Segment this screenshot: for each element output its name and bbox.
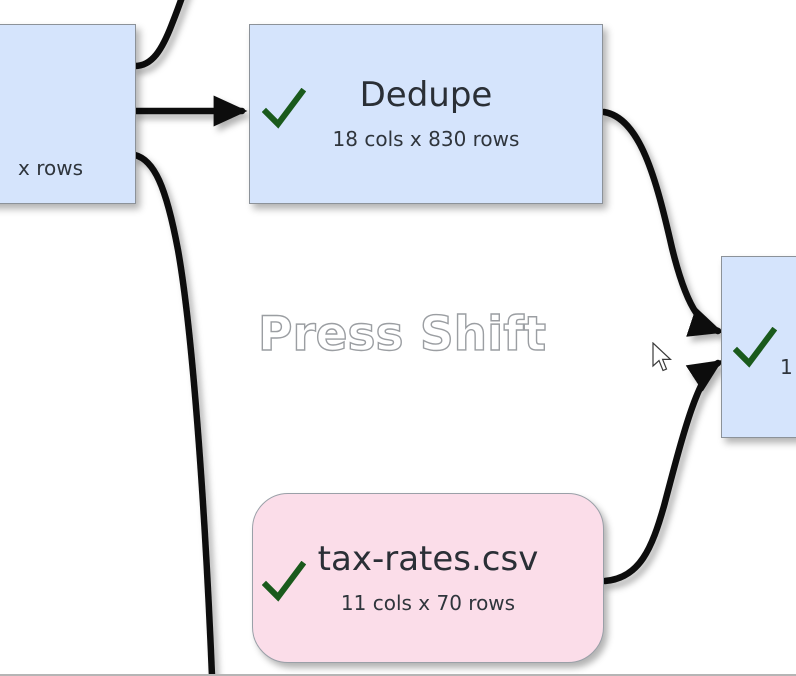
graph-node-right-partial[interactable]: 1 (721, 256, 796, 438)
edge-left-to-top-offscreen[interactable] (131, 0, 186, 70)
node-subtitle: 11 cols x 70 rows (340, 591, 516, 616)
graph-node-dedupe[interactable]: Dedupe 18 cols x 830 rows (249, 24, 603, 204)
press-shift-hint: Press Shift (257, 306, 547, 362)
node-title: tax-rates.csv (317, 538, 539, 579)
node-subtitle: 18 cols x 830 rows (332, 127, 520, 152)
graph-node-left-partial[interactable]: x rows (0, 24, 136, 204)
node-subtitle: x rows (18, 156, 83, 180)
graph-node-tax-rates[interactable]: tax-rates.csv 11 cols x 70 rows (252, 493, 604, 663)
edge-left-to-bottom-offscreen[interactable] (131, 151, 216, 676)
node-title: Dedupe (359, 74, 493, 115)
edge-tax-rates-to-right[interactable] (601, 359, 723, 585)
edge-dedupe-to-right[interactable] (600, 108, 724, 337)
node-subtitle: 1 (780, 354, 793, 379)
